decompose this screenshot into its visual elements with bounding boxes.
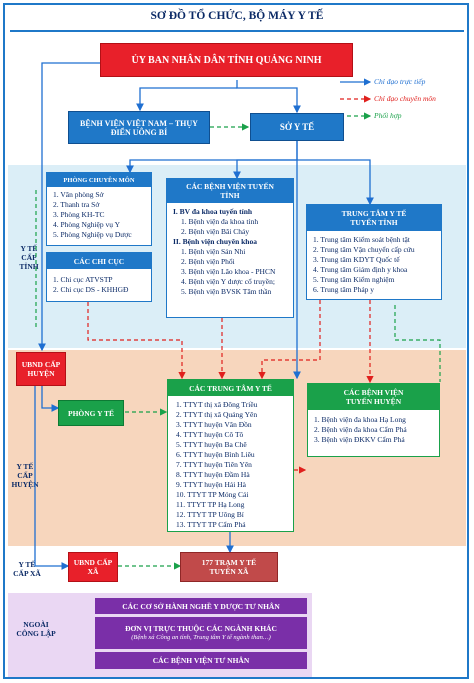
list-item: 2. Trung tâm Vận chuyển cấp cứu [313,245,415,254]
legend-direct: Chỉ đạo trực tiếp [374,77,426,86]
tram-yte-box: 177 TRẠM Y TẾ TUYẾN XÃ [180,552,278,582]
list-item: 5. TTYT huyện Ba Chẽ [176,440,247,449]
trung-tam-huyen-box: CÁC TRUNG TÂM Y TẾ 1. TTYT thị xã Đông T… [167,379,294,532]
phong-yte-box: PHÒNG Y TẾ [58,400,124,426]
bv-tuyen-tinh-title: CÁC BỆNH VIỆN TUYẾN TỈNH [167,179,293,203]
list-item: 6. Trung tâm Pháp y [313,285,375,294]
legend-professional: Chỉ đạo chuyên môn [374,94,436,103]
list-item: 4. Trung tâm Giám định y khoa [313,265,408,274]
list-item: 3. Phòng KH-TC [53,210,105,219]
list-item: 5. Bệnh viện BVSK Tâm thần [181,287,272,296]
diagram-frame [3,3,469,679]
bv-tuyen-huyen-box: CÁC BỆNH VIỆN TUYẾN HUYỆN 1. Bệnh viện đ… [307,383,440,457]
list-item: 3. Trung tâm KDYT Quốc tế [313,255,400,264]
list-item: 1. Chi cục ATVSTP [53,275,113,284]
trung-tam-tinh-title: TRUNG TÂM Y TẾ TUYẾN TỈNH [307,205,441,231]
level-label-district: Y TẾ CẤP HUYỆN [11,462,39,489]
list-item: 10. TTYT TP Móng Cái [176,490,249,499]
ubnd-province-box: ỦY BAN NHÂN DÂN TỈNH QUẢNG NINH [100,43,353,77]
list-item: 4. TTYT huyện Cô Tô [176,430,244,439]
page-title: SƠ ĐỒ TỔ CHỨC, BỘ MÁY Y TẾ [150,10,324,22]
list-item: 3. Bệnh viện ĐKKV Cẩm Phả [314,435,405,444]
so-yte-box: SỞ Y TẾ [250,113,344,141]
list-item: 5. Trung tâm Kiểm nghiệm [313,275,395,284]
list-item: 9. TTYT huyện Hải Hà [176,480,246,489]
chi-cuc-title: CÁC CHI CỤC [47,253,151,269]
bv-tuyen-tinh-box: CÁC BỆNH VIỆN TUYẾN TỈNH I. BV đa khoa t… [166,178,294,318]
level-label-commune: Y TẾ CẤP XÃ [13,560,41,578]
list-item: 2. Bệnh viện Phổi [181,257,235,266]
nonpublic-other-sectors: ĐƠN VỊ TRỰC THUỘC CÁC NGÀNH KHÁC (Bệnh x… [95,617,307,649]
list-item: 11. TTYT TP Hạ Long [176,500,245,509]
level-label-nonpublic: NGOÀI CÔNG LẬP [16,620,56,638]
list-item: 8. TTYT huyện Đầm Hà [176,470,250,479]
list-item: 2. Thanh tra Sở [53,200,100,209]
nonpublic-private-hospitals: CÁC BỆNH VIỆN TƯ NHÂN [95,652,307,669]
list-item: 2. TTYT thị xã Quảng Yên [176,410,258,419]
nonpublic-private-practice: CÁC CƠ SỞ HÀNH NGHỀ Y DƯỢC TƯ NHÂN [95,598,307,614]
phong-chuyen-mon-title: PHÒNG CHUYÊN MÔN [47,173,151,187]
list-item: 4. Phòng Nghiệp vụ Y [53,220,121,229]
title-rule [10,30,464,32]
list-item: 5. Phòng Nghiệp vụ Dược [53,230,132,239]
list-item: 2. Chi cục DS - KHHGĐ [53,285,129,294]
bv-vietnam-thuydien-box: BỆNH VIỆN VIỆT NAM – THỤY ĐIỂN UÔNG BÍ [68,111,210,144]
list-item: 12. TTYT TP Uông Bí [176,510,244,519]
nonpublic-private-practice-label: CÁC CƠ SỞ HÀNH NGHỀ Y DƯỢC TƯ NHÂN [122,601,280,611]
list-item: 1. Bệnh viện đa khoa tỉnh [181,217,259,226]
list-item: 3. Bệnh viện Lão khoa - PHCN [181,267,276,276]
list-item: 2. Bệnh viện đa khoa Cẩm Phả [314,425,407,434]
list-item: 7. TTYT huyện Tiên Yên [176,460,252,469]
phong-yte-label: PHÒNG Y TẾ [68,408,114,418]
list-item: 3. TTYT huyện Vân Đồn [176,420,252,429]
list-item: 4. Bệnh viện Y dược cổ truyền; [181,277,275,286]
ubnd-huyen-label: UBND CẤP HUYỆN [21,360,61,378]
bv-tuyen-huyen-title: CÁC BỆNH VIỆN TUYẾN HUYỆN [308,384,439,410]
list-item: 1. TTYT thị xã Đông Triều [176,400,258,409]
list-item: 13. TTYT TP Cẩm Phả [176,520,246,529]
bv-tuyen-tinh-group1: I. BV đa khoa tuyến tỉnh [173,207,253,216]
list-item: 1. Bệnh viện đa khoa Hạ Long [314,415,406,424]
tram-yte-label: 177 TRẠM Y TẾ TUYẾN XÃ [201,558,257,576]
trung-tam-tinh-box: TRUNG TÂM Y TẾ TUYẾN TỈNH 1. Trung tâm K… [306,204,442,300]
nonpublic-other-sectors-note: (Bệnh xá Công an tỉnh, Trung tâm Y tế ng… [131,634,271,641]
so-yte-label: SỞ Y TẾ [279,121,315,132]
ubnd-xa-label: UBND CẤP XÃ [73,558,113,576]
nonpublic-private-hospitals-label: CÁC BỆNH VIỆN TƯ NHÂN [152,656,250,665]
bv-tuyen-tinh-group2: II. Bệnh viện chuyên khoa [173,237,257,246]
list-item: 1. Văn phòng Sở [53,190,104,199]
level-label-province: Y TẾ CẤP TỈNH [19,244,39,271]
ubnd-province-label: ỦY BAN NHÂN DÂN TỈNH QUẢNG NINH [131,54,322,66]
list-item: 1. Trung tâm Kiểm soát bệnh tật [313,235,410,244]
list-item: 6. TTYT huyện Bình Liêu [176,450,255,459]
trung-tam-huyen-title: CÁC TRUNG TÂM Y TẾ [168,380,293,396]
bv-vietnam-thuydien-label: BỆNH VIỆN VIỆT NAM – THỤY ĐIỂN UÔNG BÍ [80,118,198,137]
list-item: 1. Bệnh viện Sản Nhi [181,247,246,256]
legend-coordination: Phối hợp [374,111,402,120]
nonpublic-other-sectors-title: ĐƠN VỊ TRỰC THUỘC CÁC NGÀNH KHÁC [125,624,277,633]
list-item: 2. Bệnh viện Bãi Cháy [181,227,250,236]
ubnd-xa-box: UBND CẤP XÃ [68,552,118,582]
ubnd-huyen-box: UBND CẤP HUYỆN [16,352,66,386]
